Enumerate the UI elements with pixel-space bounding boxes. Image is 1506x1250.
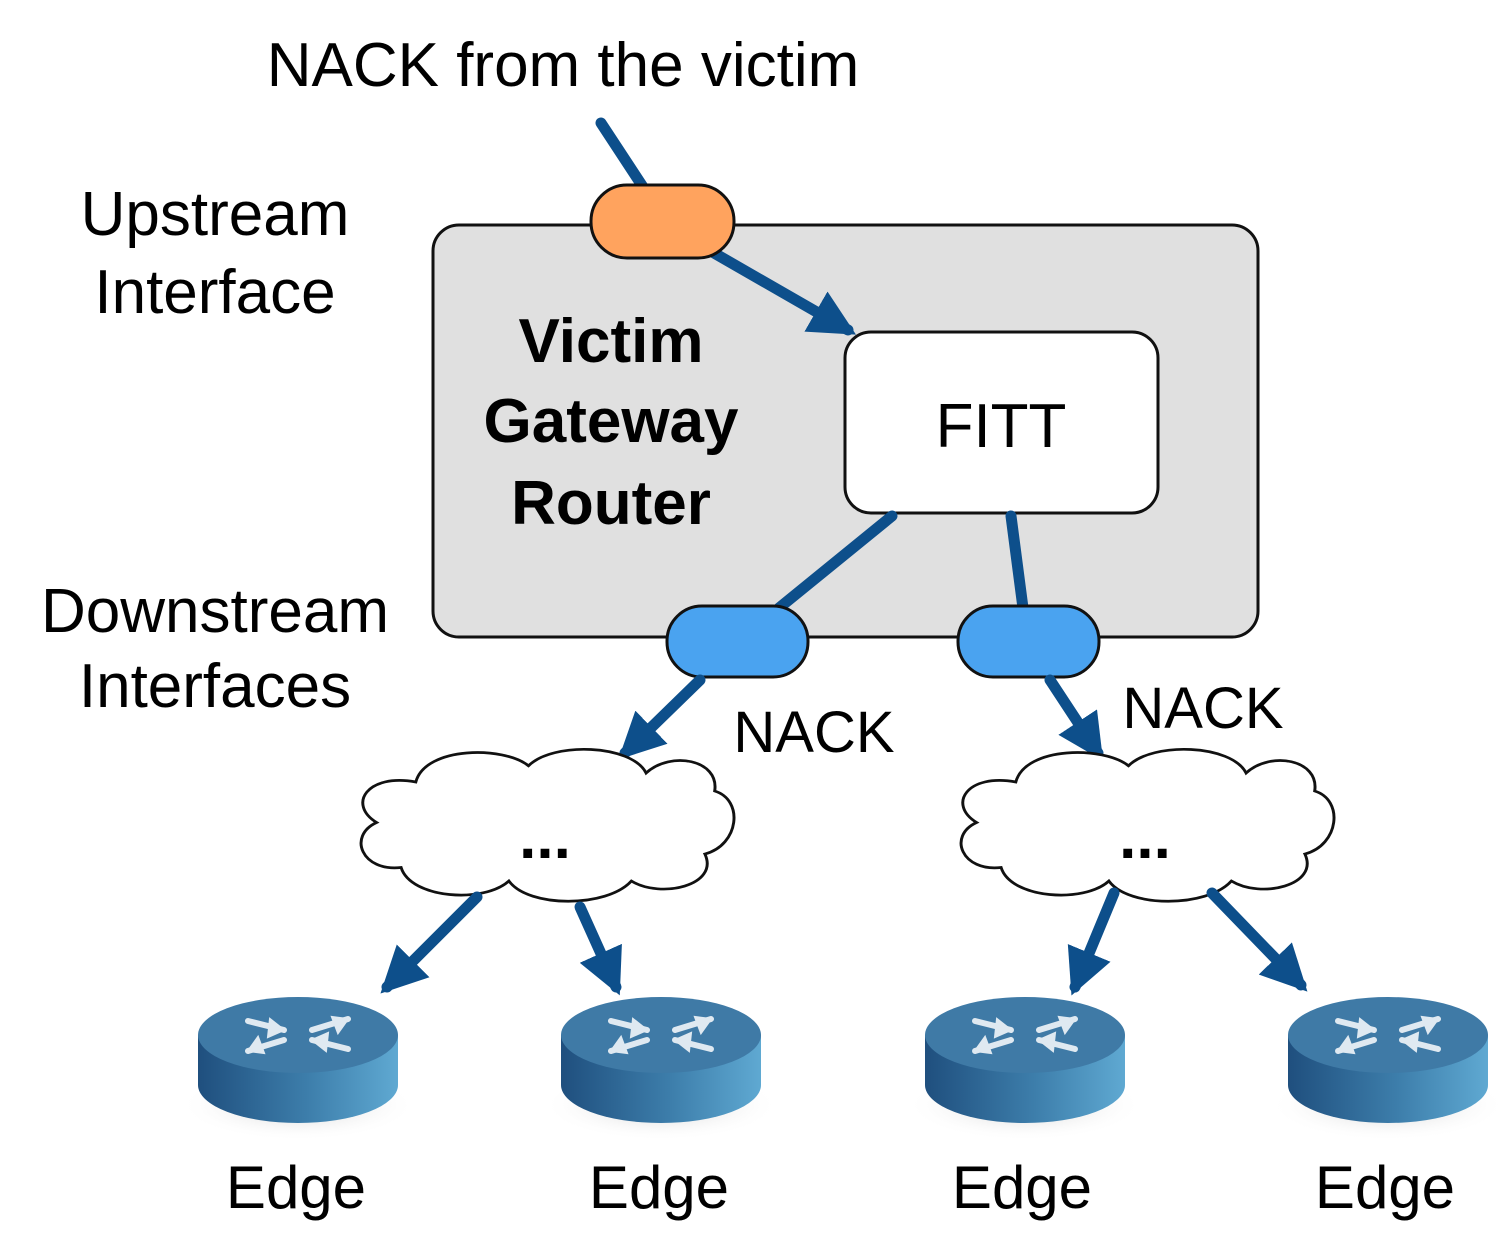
diagram-title: NACK from the victim bbox=[267, 31, 860, 100]
upstream-label-line1: Upstream bbox=[81, 180, 350, 249]
edge-label-1: Edge bbox=[226, 1154, 366, 1221]
incoming-nack-line bbox=[595, 117, 651, 196]
downstream-interface-right bbox=[956, 604, 1101, 679]
fitt-box bbox=[843, 330, 1160, 515]
cloud-left-to-edge-2-arrow bbox=[574, 901, 622, 996]
router-label-line3: Router bbox=[511, 469, 711, 538]
edge-label-4: Edge bbox=[1315, 1154, 1455, 1221]
cloud-right-to-edge-3-arrow bbox=[1067, 887, 1120, 996]
cloud-left-label: ... bbox=[519, 803, 571, 872]
nack-label-left: NACK bbox=[733, 700, 894, 765]
downstream-interface-left bbox=[665, 604, 810, 679]
fitt-label: FITT bbox=[936, 392, 1067, 461]
router-icon bbox=[180, 997, 416, 1141]
nack-arrow-left bbox=[618, 674, 706, 760]
cloud-right-to-edge-4-arrow bbox=[1206, 887, 1308, 992]
downstream-label-line2: Interfaces bbox=[79, 652, 351, 721]
nack-arrow-right bbox=[1044, 674, 1104, 761]
downstream-label-line1: Downstream bbox=[41, 577, 389, 646]
upstream-label-line2: Interface bbox=[94, 258, 335, 327]
upstream-to-fitt-arrow bbox=[708, 247, 857, 336]
router-label-line2: Gateway bbox=[483, 387, 739, 456]
nack-label-right: NACK bbox=[1122, 676, 1283, 741]
router-label-line1: Victim bbox=[519, 307, 704, 376]
edge-label-3: Edge bbox=[952, 1154, 1092, 1221]
edge-label-2: Edge bbox=[589, 1154, 729, 1221]
router-icon bbox=[1270, 997, 1506, 1141]
fitt-to-left-interface-line bbox=[773, 510, 898, 614]
cloud-left-to-edge-1-arrow bbox=[380, 891, 483, 994]
fitt-to-right-interface-line bbox=[1005, 510, 1029, 614]
cloud-right-label: ... bbox=[1119, 803, 1171, 872]
router-icon bbox=[543, 997, 779, 1141]
router-icon bbox=[907, 997, 1143, 1141]
upstream-interface bbox=[589, 183, 736, 260]
